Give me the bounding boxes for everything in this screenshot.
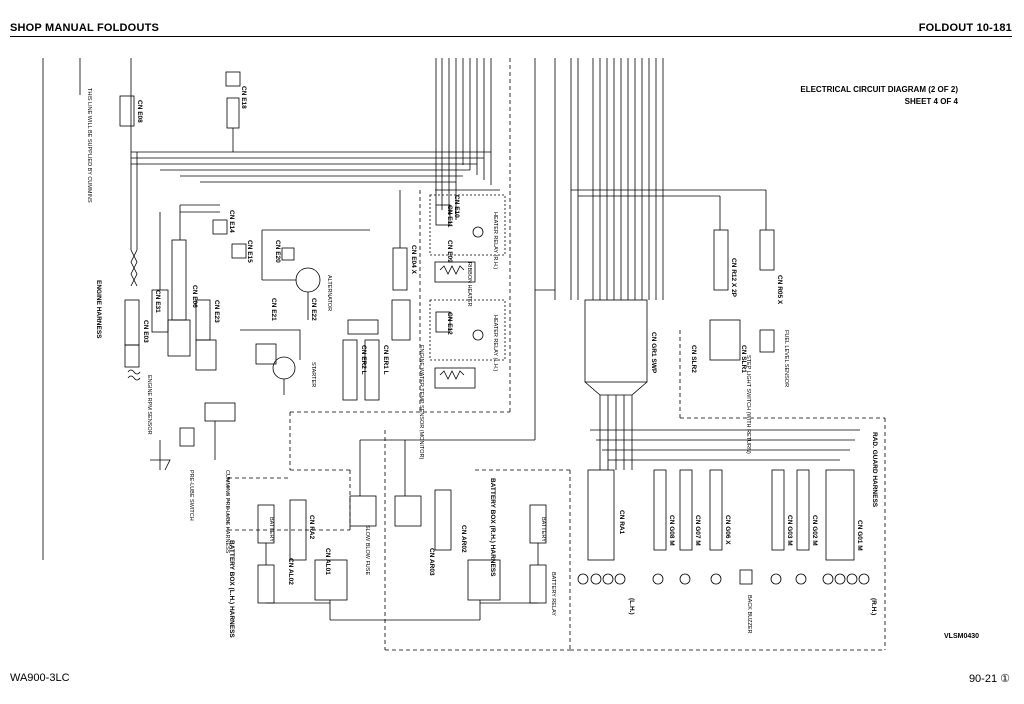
engine-speed-sensor-label: ENGINE RPM SENSOR: [146, 375, 152, 435]
cummins-note-label: THIS LINE WILL BE SUPPLIED BY CUMMINS: [86, 88, 92, 203]
footer-model: WA900-3LC: [10, 672, 70, 684]
cn-r12-label: CN R12 X 2P: [730, 258, 737, 298]
cn-g03-label: CN G03 M: [786, 515, 793, 546]
diagram-code: VLSM0430: [944, 633, 980, 640]
bus-lines: [131, 151, 766, 291]
cn-e03-label: CN E03: [142, 320, 149, 343]
battery-box-rh-label: BATTERY BOX (R.H.) HARNESS: [489, 478, 496, 577]
rh-lamps-label: (R.H.): [870, 598, 877, 615]
slow-blow-fuse-label: SLOW BLOW FUSE: [364, 525, 370, 575]
battery-rh-2: [529, 564, 547, 604]
cn-g08-label: CN G08 M: [668, 515, 675, 546]
battery-lh-2: [257, 564, 275, 604]
prelube-switch-label: PRE-LUBE SWITCH: [188, 470, 194, 521]
cummins-prelube-label: CUMMINS PRE-LUBE HARNESS: [224, 470, 230, 554]
cn-ar02-label: CN AR02: [460, 525, 467, 553]
cn-r05-label: CN R05 X: [776, 275, 783, 305]
cn-g02-label: CN G02 M: [811, 515, 818, 546]
cn-gr1-label: CN GR1 SWP: [650, 332, 657, 374]
cn-ra2-label: CN RA2: [308, 515, 315, 540]
alternator-label: ALTERNATOR: [326, 275, 332, 311]
cn-e20-label: CN E20: [274, 240, 281, 263]
cn-e12-label: CN E12: [446, 312, 453, 335]
battery-lh-1-label: BATTERY: [268, 517, 274, 542]
rad-guard-harness-label: RAD. GUARD HARNESS: [871, 432, 878, 508]
cn-e18-label: CN E18: [240, 86, 247, 109]
engine-harness-bundle: [124, 112, 141, 381]
ribbon-heater-label: RIBBON HEATER: [466, 262, 472, 307]
alternator-symbol: [295, 267, 321, 293]
cn-ra1-label: CN RA1: [618, 510, 625, 535]
cn-e21-label: CN E21: [270, 298, 277, 321]
water-temp-sensor-label: ENGINE WATER TEMP SENSOR (MONITOR): [418, 345, 424, 459]
header-right-title: FOLDOUT 10-181: [918, 22, 1012, 34]
cn-e04x-label: CN E04 X: [410, 245, 417, 275]
lamp-symbols: [577, 573, 870, 585]
heater-relay-lh-label: HEATER RELAY (L.H.): [492, 315, 498, 371]
cn-al02-label: CN AL02: [287, 558, 294, 585]
starter-label: STARTER: [310, 362, 316, 387]
footer-page: 90-21 ①: [968, 673, 1010, 685]
cn-er1l-label: CN ER1 L: [382, 345, 389, 375]
cn-e11-label: CN E11: [446, 205, 453, 228]
cn-e22-label: CN E22: [310, 298, 317, 321]
gr1-connector-block: [584, 299, 648, 383]
diagram-title-line1: ELECTRICAL CIRCUIT DIAGRAM (2 OF 2): [800, 85, 958, 94]
cn-er2l-label: CN ER2 L: [360, 345, 367, 375]
cn-e15-label: CN E15: [246, 240, 253, 263]
diagram-title-line2: SHEET 4 OF 4: [904, 97, 958, 106]
cn-e23-label: CN E23: [213, 300, 220, 323]
cn-e08-label: CN E08: [136, 100, 143, 123]
cn-slr2-label: CN SLR2: [690, 345, 697, 373]
header-divider: [10, 36, 1012, 37]
rad-guard-connectors: [587, 469, 855, 585]
lh-lamps-label: (L.H.): [628, 598, 635, 615]
harness-boundaries: [227, 58, 886, 651]
battery-relay-label: BATTERY RELAY: [550, 572, 556, 616]
cn-e10-label: CN E10: [453, 195, 460, 218]
cn-e14-label: CN E14: [228, 210, 235, 233]
cn-g01-label: CN G01 M: [856, 520, 863, 551]
cn-al01-label: CN AL01: [324, 548, 331, 575]
engine-harness-label: ENGINE HARNESS: [95, 280, 102, 339]
battery-box-lh-label: BATTERY BOX (L.H.) HARNESS: [228, 540, 235, 638]
cn-g07-label: CN G07 M: [694, 515, 701, 546]
cn-e31-label: CN E31: [154, 290, 161, 313]
step-light-switch-label: STEP LIGHT SWITCH (WITH RETURN): [745, 355, 751, 454]
cn-slr1-label: CN SLR1: [740, 345, 747, 373]
top-wire-stubs: [42, 58, 664, 560]
cn-ar03-label: CN AR03: [428, 548, 435, 576]
cn-g06x-label: CN G06 X: [724, 515, 731, 545]
header-left-title: SHOP MANUAL FOLDOUTS: [10, 22, 160, 34]
battery-rh-1-label: BATTERY: [540, 517, 546, 542]
cn-e06-label: CN E06: [191, 285, 198, 308]
cn-e09-label: CN E09: [446, 240, 453, 263]
back-buzzer-label: BACK BUZZER: [746, 595, 752, 634]
diagram-title: ELECTRICAL CIRCUIT DIAGRAM (2 OF 2) SHEE…: [800, 84, 958, 108]
fuel-level-sensor-label: FUEL LEVEL SENSOR: [783, 330, 789, 387]
heater-relay-rh-label: HEATER RELAY (R.H.): [492, 212, 498, 269]
